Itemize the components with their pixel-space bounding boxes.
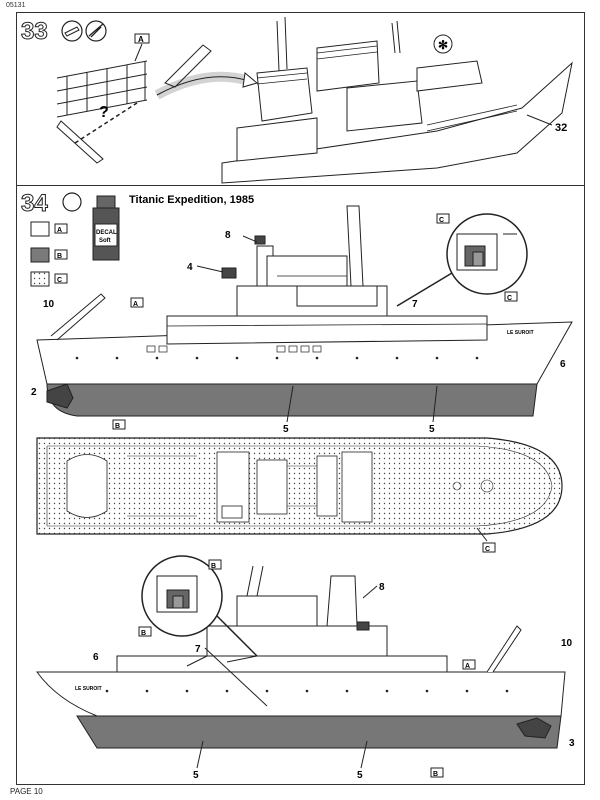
decal-4: 4	[187, 262, 193, 273]
curved-arrow	[156, 76, 250, 96]
svg-text:DECAL: DECAL	[96, 230, 117, 236]
ship-name-starboard: LE SUROIT	[507, 330, 534, 336]
step-34-panel: 34 Titanic Expedition, 1985 DECAL Soft A…	[16, 185, 585, 785]
legend-tag-c: C	[57, 277, 62, 284]
tag-b-hull-top: B	[115, 423, 120, 430]
step-33-panel: 33 A ?	[16, 12, 585, 187]
scheme-title: Titanic Expedition, 1985	[129, 194, 254, 206]
decal-7-top: 7	[412, 299, 418, 310]
tag-a-top: A	[133, 301, 138, 308]
railing-part	[56, 60, 148, 118]
svg-text:Soft: Soft	[99, 238, 111, 244]
decal-soft-bottle: DECAL Soft	[92, 195, 120, 261]
decal-5-bottom-left: 5	[193, 770, 199, 781]
cutter-blade	[56, 44, 212, 164]
decal-5-bottom-right: 5	[357, 770, 363, 781]
side-view-starboard	[36, 205, 573, 417]
decal-10-bottom: 10	[561, 638, 573, 649]
paint-tag-a	[134, 33, 150, 44]
tag-c-detail-top-2: C	[507, 295, 512, 302]
step-33-illustration: 33 A ?	[21, 16, 573, 184]
step-34-illustration: 34 Titanic Expedition, 1985 DECAL Soft A…	[21, 190, 576, 782]
detail-callout-top: C C	[396, 213, 528, 307]
legend-swatch-a	[30, 221, 50, 237]
tag-b-hull-bottom: B	[433, 771, 438, 778]
decal-icon	[62, 192, 82, 212]
decal-2: 2	[31, 387, 37, 398]
decal-5-top-left: 5	[283, 424, 289, 435]
guide-arrow	[74, 102, 138, 144]
decal-8-bottom: 8	[379, 582, 385, 593]
legend-swatch-c	[30, 271, 50, 287]
question-mark: ?	[99, 104, 109, 121]
decal-10-top: 10	[43, 299, 55, 310]
page-number: PAGE 10	[10, 787, 43, 796]
part-number-32: 32	[555, 122, 567, 134]
svg-text:✻: ✻	[438, 38, 448, 52]
legend-tag-a: A	[57, 227, 62, 234]
step-33-number: 33	[21, 18, 48, 45]
decal-6-top: 6	[560, 359, 566, 370]
decal-7-bottom: 7	[195, 644, 201, 655]
svg-text:A: A	[138, 35, 144, 44]
decal-8-top: 8	[225, 230, 231, 241]
side-view-port	[36, 565, 566, 749]
tag-a-bottom: A	[465, 663, 470, 670]
ship-bow-superstructure	[221, 16, 573, 184]
decal-6-bottom: 6	[93, 652, 99, 663]
attention-symbol	[433, 34, 453, 54]
ship-name-port: LE SUROIT	[75, 686, 102, 692]
legend-tag-b: B	[57, 253, 62, 260]
color-legend: A B C	[30, 221, 68, 287]
tag-c-detail-top: C	[439, 217, 444, 224]
tag-b-detail-2: B	[141, 630, 146, 637]
step-34-number: 34	[21, 190, 48, 217]
tag-c-deck: C	[485, 546, 490, 553]
decal-5-top-right: 5	[429, 424, 435, 435]
tag-b-detail: B	[211, 563, 216, 570]
detail-callout-bottom: B B	[138, 555, 258, 657]
document-code: 05131	[6, 2, 26, 9]
bow-railings	[256, 45, 518, 132]
legend-swatch-b	[30, 247, 50, 263]
decal-3: 3	[569, 738, 575, 749]
deck-plan-view	[36, 437, 563, 535]
